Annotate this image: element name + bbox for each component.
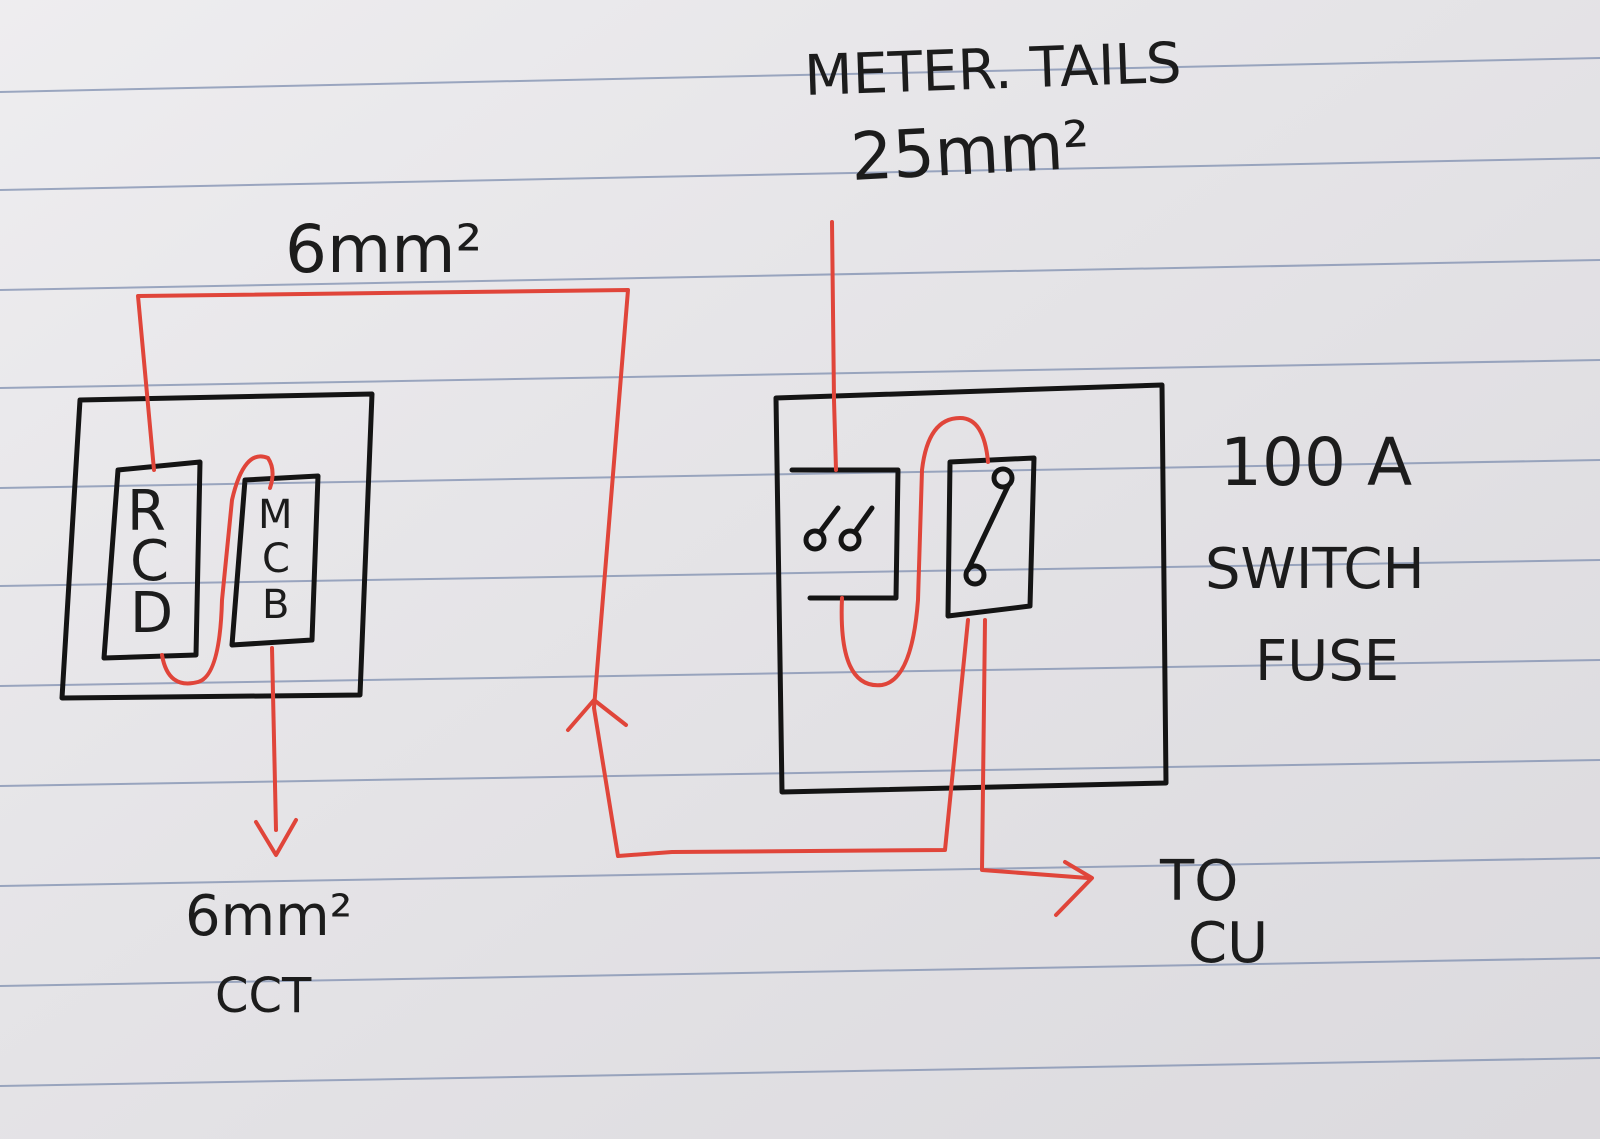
fuse-contact-right: [838, 528, 862, 552]
fuse-contact-left: [803, 528, 827, 552]
switch-contact-top: [991, 466, 1015, 490]
fuse-to-switch-wire: [839, 416, 990, 688]
switch-fuse-rating-label: 100 A: [1220, 424, 1412, 501]
mcb-letter-m: M: [258, 492, 293, 538]
ruled-line: [0, 559, 1600, 587]
mcb-device: [229, 473, 321, 648]
meter-tails-wire: [830, 220, 838, 472]
ruled-line: [0, 857, 1600, 887]
rcd-letter-r: R: [127, 479, 166, 544]
circuit-label: CCT: [215, 968, 312, 1024]
ruled-line: [0, 57, 1600, 93]
switch-fuse-label-line2: SWITCH: [1205, 537, 1425, 602]
ruled-line: [0, 659, 1600, 687]
switch-fuse-label-line3: FUSE: [1255, 629, 1399, 694]
supply-6mm-wire: [136, 288, 970, 858]
meter-tails-label: METER. TAILS: [803, 31, 1182, 109]
ruled-line: [0, 957, 1600, 987]
switch-contact-bottom: [963, 563, 987, 587]
rcd-mcb-enclosure: [59, 391, 375, 701]
switch-blade: [965, 483, 1011, 573]
rcd-mcb-link-wire: [160, 454, 275, 686]
fuse-link-left: [817, 505, 841, 535]
wiring: [136, 220, 1094, 917]
ruled-line: [0, 1057, 1600, 1087]
ruled-line: [0, 259, 1600, 291]
enclosure-outline: [59, 391, 375, 701]
circuit-out-arrowhead: [254, 818, 298, 857]
rcd-letter-d: D: [130, 581, 173, 646]
mcb-letter-b: B: [262, 582, 289, 628]
ruled-line: [0, 759, 1600, 787]
to-cu-wire: [980, 618, 1090, 880]
fuse-carrier-box: [789, 467, 901, 601]
switch-fuse-outline: [773, 382, 1169, 795]
mcb-letter-c: C: [262, 536, 290, 582]
ruled-line: [0, 157, 1600, 191]
rcd-letter-c: C: [130, 529, 169, 594]
top-cable-size-label: 6mm²: [285, 211, 482, 288]
circuit-out-wire: [270, 646, 278, 832]
rcd-device: [101, 459, 203, 661]
ruled-lines: [0, 57, 1600, 1087]
ruled-line: [0, 459, 1600, 489]
circuit-size-label: 6mm²: [185, 884, 352, 949]
to-cu-label-line2: CU: [1188, 911, 1268, 976]
to-cu-arrowhead: [1054, 860, 1094, 917]
supply-direction-arrow: [566, 698, 628, 732]
fuse-link-right: [852, 505, 875, 535]
to-cu-label-line1: TO: [1159, 849, 1238, 914]
switch-box: [945, 455, 1037, 619]
ruled-line: [0, 359, 1600, 389]
meter-tails-size-label: 25mm²: [849, 107, 1092, 196]
switch-fuse-enclosure: [773, 382, 1169, 795]
